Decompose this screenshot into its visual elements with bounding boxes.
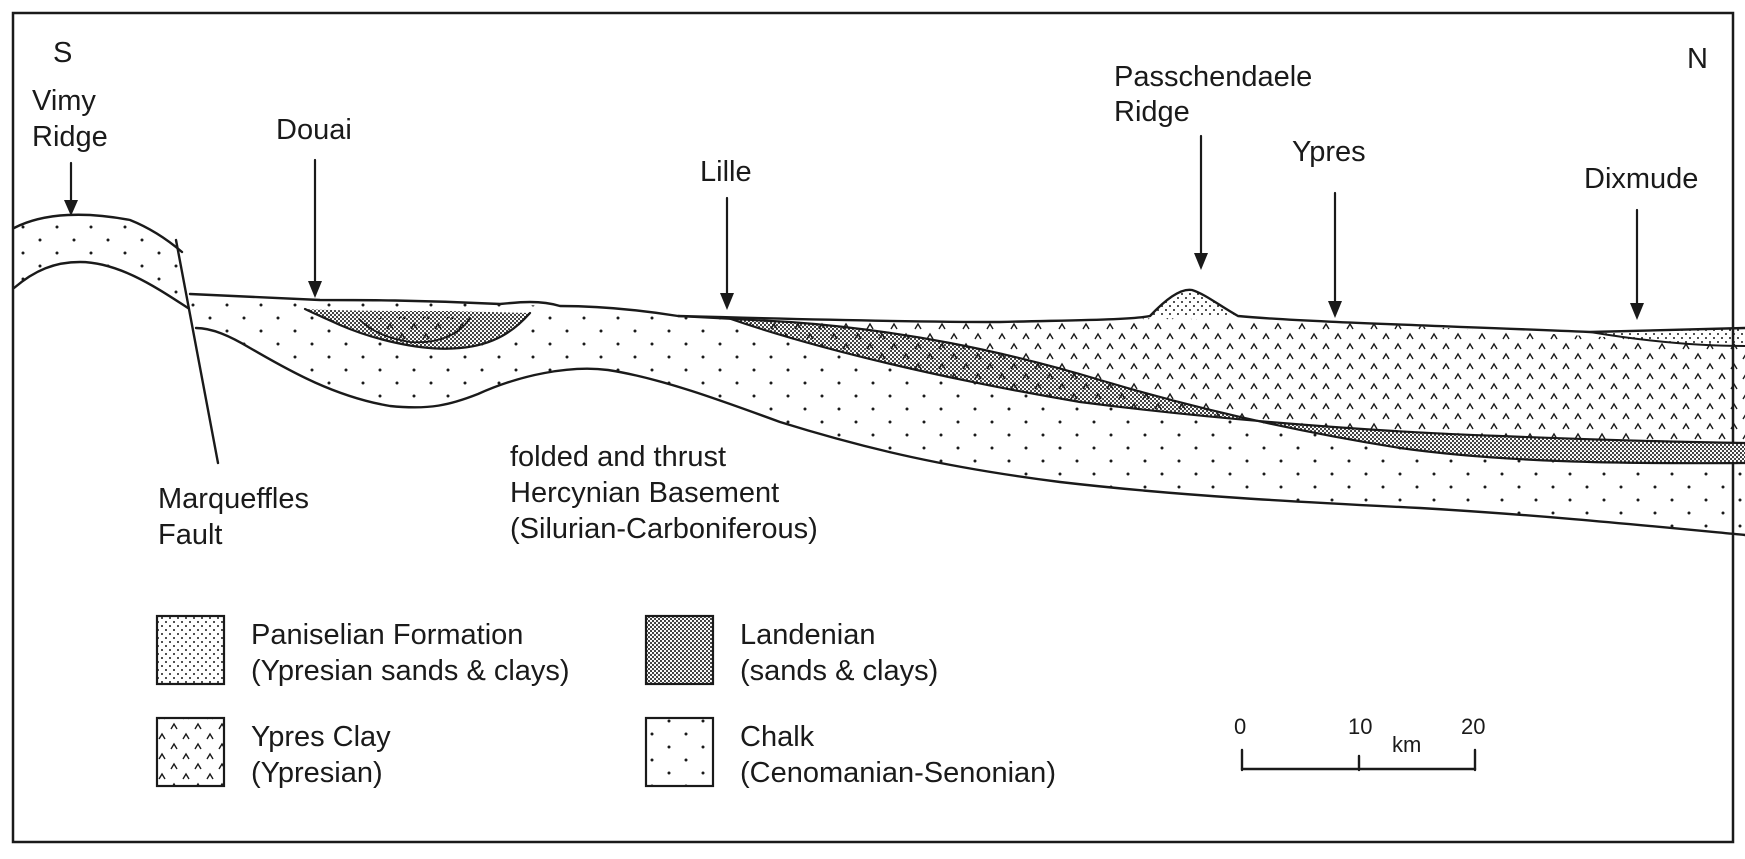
legend-label-line1: Landenian xyxy=(740,619,875,651)
basement-label-line3: (Silurian-Carboniferous) xyxy=(510,513,818,545)
legend-swatch-chalk xyxy=(646,718,713,786)
scale-label-20: 20 xyxy=(1461,714,1485,739)
scale-label-0: 0 xyxy=(1234,714,1246,739)
lille-label: Lille xyxy=(700,156,752,188)
fault-label-line2: Fault xyxy=(158,519,222,551)
legend-swatch-paniselian xyxy=(157,616,224,684)
legend-label-line1: Paniselian Formation xyxy=(251,619,523,651)
douai-label: Douai xyxy=(276,114,352,146)
legend-swatch-landenian xyxy=(646,616,713,684)
basement-label-line2: Hercynian Basement xyxy=(510,477,779,509)
scale-unit-label: km xyxy=(1392,732,1421,757)
passchendaele-label-line1: Passchendaele xyxy=(1114,61,1312,93)
north-label: N xyxy=(1687,43,1708,75)
ypres-label: Ypres xyxy=(1292,136,1366,168)
south-label: S xyxy=(53,37,72,69)
fault-label-line1: Marqueffles xyxy=(158,483,309,515)
vimy-label-line2: Ridge xyxy=(32,121,108,153)
legend-label-line1: Chalk xyxy=(740,721,815,753)
scale-label-10: 10 xyxy=(1348,714,1372,739)
legend-label-line2: (Ypresian sands & clays) xyxy=(251,655,570,687)
vimy-label-line1: Vimy xyxy=(32,85,96,117)
passchendaele-label-line2: Ridge xyxy=(1114,96,1190,128)
legend-label-line2: (Ypresian) xyxy=(251,757,383,789)
legend-label-line2: (sands & clays) xyxy=(740,655,938,687)
legend-swatch-ypres-clay xyxy=(157,718,224,786)
basement-label-line1: folded and thrust xyxy=(510,441,726,473)
dixmude-label: Dixmude xyxy=(1584,163,1698,195)
legend-label-line2: (Cenomanian-Senonian) xyxy=(740,757,1056,789)
legend-label-line1: Ypres Clay xyxy=(251,721,391,753)
